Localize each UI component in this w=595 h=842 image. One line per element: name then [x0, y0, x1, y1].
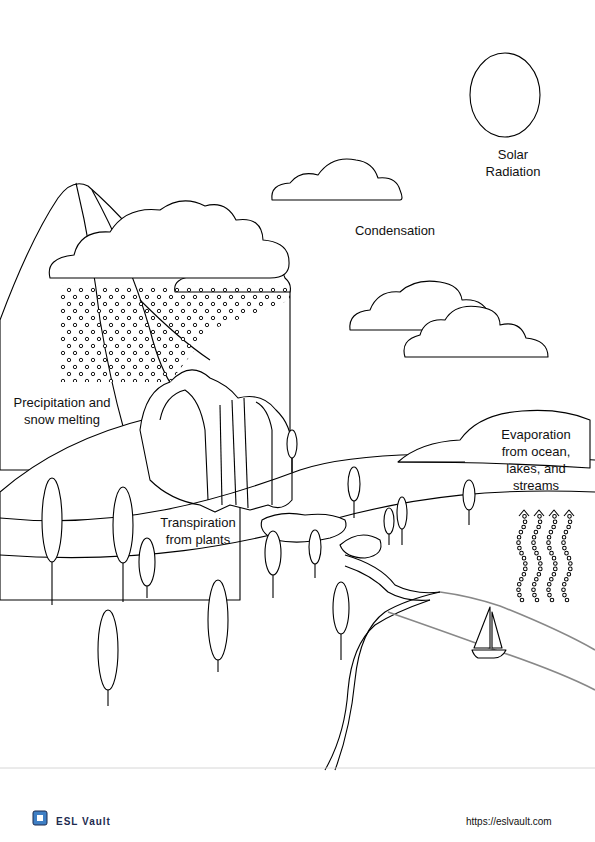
logo-icon: [33, 811, 47, 825]
sun-label: Solar Radiation: [473, 146, 553, 180]
vapour: [534, 515, 541, 600]
vapour: [549, 515, 556, 600]
vapour: [549, 515, 556, 600]
tree: [463, 480, 475, 510]
river: [325, 555, 595, 770]
river: [388, 612, 595, 690]
tree: [113, 487, 133, 563]
vapour: [519, 515, 526, 600]
tree: [98, 610, 118, 690]
tree: [309, 530, 321, 564]
vapour: [519, 515, 571, 600]
ground-line: [0, 768, 595, 769]
vapour: [519, 515, 526, 600]
cliff: [232, 400, 236, 505]
river: [345, 555, 440, 593]
river: [345, 566, 430, 600]
tree: [51, 560, 52, 605]
river: [335, 592, 440, 770]
rain: [60, 285, 290, 382]
tree: [333, 582, 349, 634]
cliff: [244, 398, 248, 508]
river: [440, 592, 595, 650]
process-label: Precipitation and snow melting: [12, 394, 112, 428]
process-label: Condensation: [340, 222, 450, 239]
process-label: Evaporation from ocean, lakes, and strea…: [490, 426, 582, 494]
boat: [474, 607, 490, 648]
sun: [470, 53, 540, 137]
rain-cloud: [49, 201, 289, 278]
cliff: [256, 402, 272, 505]
tree: [401, 528, 402, 545]
cloud: [398, 461, 465, 462]
cliff: [140, 370, 292, 512]
cliff: [220, 405, 222, 505]
water-cycle-illustration: [0, 53, 595, 825]
website-url: https://eslvault.com: [466, 813, 552, 830]
tree: [42, 478, 62, 562]
logo-icon: [33, 811, 47, 825]
process-label: Transpiration from plants: [148, 514, 248, 548]
rain-cloud: [49, 201, 290, 292]
tree: [287, 430, 297, 458]
cloud: [404, 306, 548, 357]
boat: [472, 607, 506, 658]
boat: [492, 612, 502, 648]
hill-line: [0, 491, 595, 558]
cliff: [140, 370, 292, 512]
lake: [340, 535, 381, 558]
tree: [139, 538, 155, 586]
vapour: [519, 510, 574, 516]
tree: [397, 497, 407, 529]
boat: [472, 650, 506, 658]
vapour: [564, 515, 571, 600]
tree: [107, 688, 108, 706]
logo-icon: [37, 815, 43, 821]
cloud: [272, 159, 402, 200]
tree: [265, 531, 281, 575]
vapour: [519, 515, 571, 600]
logo-text: ESL Vault: [56, 813, 111, 830]
cliff: [160, 390, 208, 500]
vapour: [564, 515, 571, 600]
tree: [384, 508, 394, 534]
tree: [42, 430, 475, 706]
vapour: [519, 510, 575, 600]
tree: [208, 580, 228, 660]
tree: [348, 467, 360, 501]
vapour: [534, 515, 541, 600]
